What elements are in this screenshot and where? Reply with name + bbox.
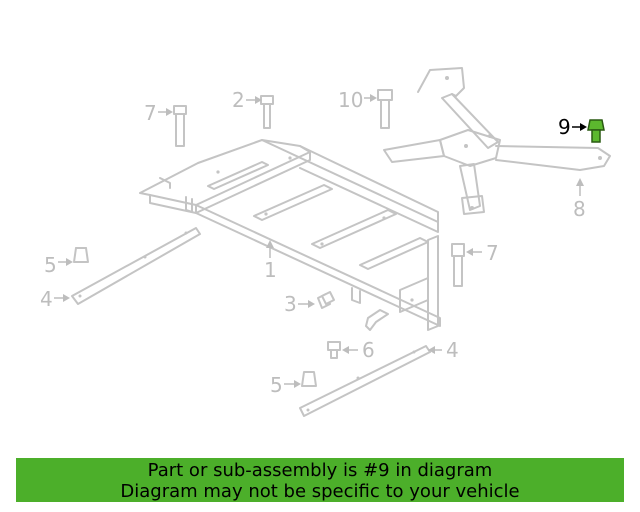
callout-10: 10 (338, 88, 363, 112)
parts-diagram: 1 2 3 4 4 5 5 6 7 7 8 9 10 (40, 67, 611, 417)
bolt-part-6 (327, 341, 341, 359)
bolt-part-3 (317, 291, 335, 309)
subframe-part-1 (139, 139, 441, 331)
callout-3: 3 (284, 292, 297, 316)
callout-2: 2 (232, 88, 245, 112)
bolt-part-9-highlighted (587, 119, 605, 143)
mount-part-5b (301, 371, 317, 387)
callout-1-arrowhead (266, 240, 274, 248)
callout-6-arrowhead (342, 346, 349, 354)
bolt-part-7b (451, 243, 465, 287)
callout-7a-arrowhead (166, 108, 173, 116)
callout-6: 6 (362, 338, 375, 362)
callout-5b: 5 (270, 373, 283, 397)
callout-8: 8 (573, 197, 586, 221)
banner-line-disclaimer: Diagram may not be specific to your vehi… (120, 481, 520, 502)
banner-line-part: Part or sub-assembly is #9 in diagram (147, 460, 493, 481)
bolt-part-2 (260, 95, 274, 129)
callout-4b: 4 (446, 338, 459, 362)
callout-3-arrowhead (308, 300, 315, 308)
callout-7b: 7 (486, 241, 499, 265)
callout-8-arrowhead (576, 178, 584, 186)
callout-10-arrowhead (370, 94, 377, 102)
callout-4a: 4 (40, 287, 53, 311)
callout-9: 9 (558, 115, 571, 139)
callout-5b-arrowhead (294, 380, 301, 388)
cross-brace-part-8 (383, 67, 611, 215)
rail-strip-part-4b (299, 345, 431, 417)
callout-5a-arrowhead (66, 258, 73, 266)
callout-9-arrowhead (580, 123, 587, 131)
callout-4b-arrowhead (428, 346, 435, 354)
callout-7a: 7 (144, 101, 157, 125)
mount-part-5a (73, 247, 89, 263)
callout-4a-arrowhead (63, 294, 70, 302)
callout-7b-arrowhead (466, 248, 473, 256)
callout-1: 1 (264, 258, 277, 282)
rail-strip-part-4a (71, 227, 201, 305)
callout-5a: 5 (44, 253, 57, 277)
callout-2-arrowhead (255, 96, 262, 104)
bolt-part-7a (173, 105, 187, 147)
part-info-banner: Part or sub-assembly is #9 in diagram Di… (16, 458, 624, 502)
bolt-part-10 (377, 89, 393, 129)
